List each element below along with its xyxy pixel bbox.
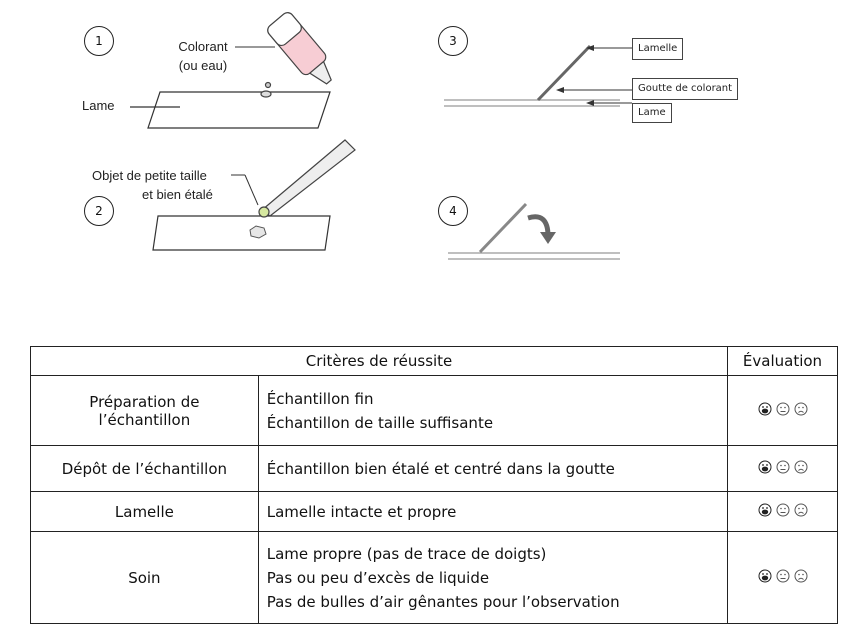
list-item: Échantillon de taille suffisante (266, 413, 494, 432)
slide-step2 (152, 215, 331, 251)
step-number: 4 (438, 196, 468, 226)
very-happy-face-icon[interactable] (758, 503, 772, 517)
step-number: 1 (84, 26, 114, 56)
items-cell: Lame propre (pas de trace de doigts) Pas… (257, 531, 729, 624)
label-colorant: Colorant (178, 39, 228, 54)
pipette-icon (258, 139, 356, 218)
criterion-cell: Lamelle (30, 491, 259, 532)
neutral-face-icon[interactable] (776, 460, 790, 474)
items-cell: Échantillon fin Échantillon de taille su… (257, 375, 729, 446)
label-objet-line1: Objet de petite taille (92, 168, 207, 183)
very-happy-face-icon[interactable] (758, 402, 772, 416)
dropper-bottle-icon (260, 12, 332, 98)
items-cell: Échantillon bien étalé et centré dans la… (257, 445, 729, 492)
list-item: Pas de bulles d’air gênantes pour l’obse… (266, 592, 620, 611)
evaluation-faces (758, 569, 808, 583)
criterion-text: Préparation de (89, 392, 200, 411)
header-evaluation: Évaluation (727, 346, 838, 376)
slide-step1 (130, 91, 331, 129)
list-item: Pas ou peu d’excès de liquide (266, 568, 490, 587)
header-criteria: Critères de réussite (29, 346, 729, 376)
table-row: Lamelle Lamelle intacte et propre (30, 491, 838, 532)
coverslip-step4 (478, 202, 528, 254)
table-header-row: Critères de réussite Évaluation (29, 346, 838, 376)
list-item: Lame propre (pas de trace de doigts) (266, 544, 547, 563)
sad-face-icon[interactable] (794, 402, 808, 416)
criterion-cell: Dépôt de l’échantillon (30, 445, 259, 492)
coverslip-step3 (536, 44, 592, 102)
sad-face-icon[interactable] (794, 503, 808, 517)
table-row: Dépôt de l’échantillon Échantillon bien … (30, 445, 838, 492)
sample-icon (249, 225, 267, 239)
evaluation-faces (758, 503, 808, 517)
step-number: 3 (438, 26, 468, 56)
neutral-face-icon[interactable] (776, 503, 790, 517)
label-objet-line2: et bien étalé (142, 187, 213, 202)
list-item: Échantillon fin (266, 389, 374, 408)
criterion-text: Dépôt de l’échantillon (61, 459, 228, 478)
tag-lamelle: Lamelle (632, 38, 684, 60)
evaluation-cell (727, 445, 838, 492)
procedure-figure: 1 2 3 4 Colorant (ou eau) Lame Objet de … (0, 0, 856, 300)
criterion-text: l’échantillon (98, 410, 191, 429)
very-happy-face-icon[interactable] (758, 569, 772, 583)
very-happy-face-icon[interactable] (758, 460, 772, 474)
slide-step3 (444, 99, 620, 107)
evaluation-cell (727, 491, 838, 532)
procedure-illustration (130, 12, 632, 260)
neutral-face-icon[interactable] (776, 569, 790, 583)
list-item: Lamelle intacte et propre (266, 502, 457, 521)
table-row: Préparation de l’échantillon Échantillon… (30, 375, 838, 446)
table-row: Soin Lame propre (pas de trace de doigts… (30, 531, 838, 624)
evaluation-faces (758, 402, 808, 416)
criterion-text: Soin (128, 568, 161, 587)
sad-face-icon[interactable] (794, 460, 808, 474)
sad-face-icon[interactable] (794, 569, 808, 583)
evaluation-cell (727, 375, 838, 446)
criterion-text: Lamelle (114, 502, 174, 521)
list-item: Échantillon bien étalé et centré dans la… (266, 459, 615, 478)
evaluation-faces (758, 460, 808, 474)
tag-lame: Lame (632, 103, 672, 123)
label-colorant-alt: (ou eau) (178, 58, 228, 73)
evaluation-cell (727, 531, 838, 624)
tag-goutte: Goutte de colorant (632, 78, 739, 100)
label-lame: Lame (82, 98, 115, 113)
neutral-face-icon[interactable] (776, 402, 790, 416)
criterion-cell: Soin (30, 531, 259, 624)
step-number: 2 (84, 196, 114, 226)
slide-step4 (448, 252, 620, 260)
criteria-table: Critères de réussite Évaluation Préparat… (29, 346, 838, 624)
items-cell: Lamelle intacte et propre (257, 491, 729, 532)
criterion-cell: Préparation de l’échantillon (30, 375, 259, 446)
